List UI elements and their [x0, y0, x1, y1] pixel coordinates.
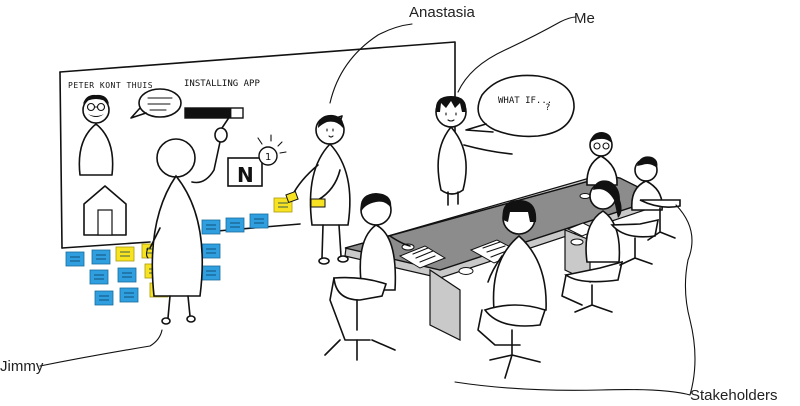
- install-status-text: INSTALLING APP: [184, 79, 260, 89]
- sticky-note-blue: [117, 267, 137, 283]
- house-sketch: [83, 185, 127, 236]
- sticky-note-yellow: [273, 197, 293, 213]
- sticky-note-blue: [201, 219, 221, 235]
- me-speech-bubble: WHAT IF... ?: [465, 74, 575, 138]
- notification-badge-count: 1: [265, 152, 271, 163]
- sticky-note-blue: [65, 251, 85, 267]
- stakeholder-right: [585, 180, 622, 263]
- me-pointer-line: [457, 16, 577, 93]
- speech-question-mark: ?: [545, 103, 550, 113]
- board-speech-bubble: [130, 88, 182, 119]
- persona-portrait: [78, 94, 114, 176]
- jimmy-pointer-line: [39, 329, 163, 367]
- install-progress-bar: [184, 107, 244, 119]
- app-icon-letter: N: [237, 163, 254, 187]
- sticky-note-blue: [201, 243, 221, 259]
- stakeholder-back-1: [586, 132, 618, 186]
- sticky-note-blue: [201, 265, 221, 281]
- jimmy-figure: [145, 115, 231, 325]
- stakeholders-label: Stakeholders: [690, 387, 778, 404]
- sticky-note-blue: [225, 217, 245, 233]
- me-figure: [435, 96, 513, 206]
- chair-center: [477, 304, 547, 379]
- chair-left: [324, 276, 396, 361]
- anastasia-pointer-line: [329, 23, 413, 104]
- conference-table: [344, 173, 662, 341]
- speech-question-text: WHAT IF...: [498, 96, 552, 106]
- jimmy-label: Jimmy: [0, 358, 44, 375]
- chairs-right: [561, 199, 681, 313]
- anastasia-figure: [285, 114, 351, 265]
- stakeholder-left: [359, 193, 411, 291]
- sticky-note-blue: [94, 290, 114, 306]
- table-paper-1: [398, 245, 447, 269]
- sticky-note-blue: [89, 269, 109, 285]
- stakeholders-pointer-line: [454, 204, 696, 396]
- notification-badge: [258, 146, 278, 166]
- persona-name: PETER KONT THUIS: [68, 81, 153, 90]
- sticky-note-blue: [91, 249, 111, 265]
- me-label: Me: [574, 10, 595, 27]
- sticky-note-blue: [119, 287, 139, 303]
- sticky-note-blue: [249, 213, 269, 229]
- app-icon: N 1: [227, 134, 287, 187]
- stakeholder-center: [487, 200, 547, 311]
- sticky-note-yellow: [115, 246, 135, 262]
- anastasia-label: Anastasia: [409, 4, 476, 21]
